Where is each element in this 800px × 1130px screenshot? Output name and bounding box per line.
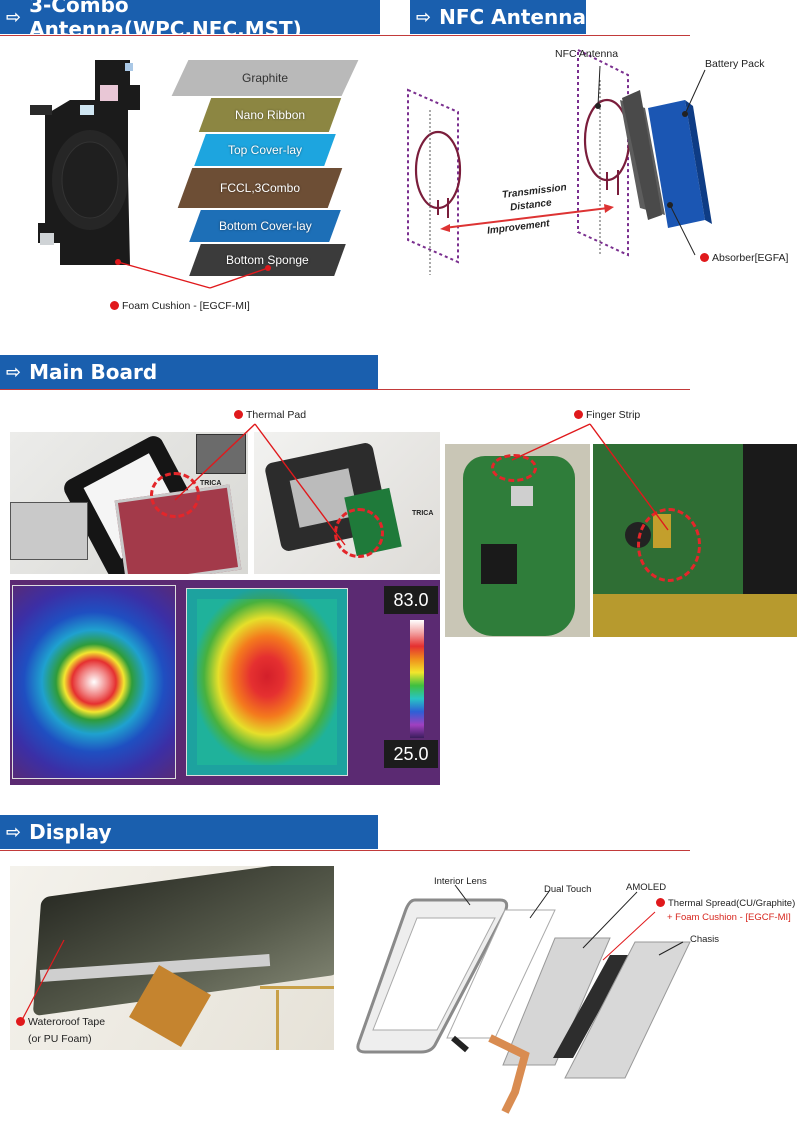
finger-strip-callout: Finger Strip: [574, 409, 640, 421]
display-photo-callout: [21, 939, 65, 1021]
scale-min-label: 25.0: [384, 740, 438, 768]
thermal-image: 83.0 25.0: [10, 580, 440, 785]
arrow-right-icon: ⇨: [6, 361, 22, 383]
section-title: Main Board: [29, 360, 158, 384]
absorber-callout: Absorber[EGFA]: [700, 252, 788, 264]
combo-antenna-figure: [30, 60, 140, 265]
thermal-pad-callout: Thermal Pad: [234, 409, 306, 421]
section-rule: [0, 850, 690, 851]
callout-dot-icon: [700, 253, 709, 262]
callout-dot-icon: [110, 301, 119, 310]
section-rule: [0, 35, 690, 36]
display-panel-photo: [10, 866, 334, 1050]
callout-dot-icon: [574, 410, 583, 419]
main-board-callout-lines: [174, 423, 669, 546]
pcb-photo-2: [593, 444, 797, 637]
foam-cushion-callout: Foam Cushion - [EGCF-MI]: [110, 300, 250, 312]
waterproof-tape-callout: Wateroroof Tape: [16, 1016, 105, 1028]
section-header-display: ⇨ Display: [0, 815, 378, 849]
nfc-antenna-label: NFC Antenna: [555, 48, 619, 60]
arrow-right-icon: ⇨: [6, 6, 22, 28]
dual-touch-label: Dual Touch: [544, 884, 592, 895]
section-title: NFC Antenna: [439, 5, 586, 29]
waterproof-tape-note: (or PU Foam): [28, 1033, 92, 1045]
section-header-nfc: ⇨ NFC Antenna: [410, 0, 586, 34]
section-rule: [0, 389, 690, 390]
phone-disassembly-photo-2: TRICA: [254, 432, 440, 574]
callout-dot-icon: [234, 410, 243, 419]
thermal-spread-callout: Thermal Spread(CU/Graphite): [656, 898, 795, 909]
section-title: 3-Combo Antenna(WPC,NFC,MST): [29, 0, 302, 41]
phone-disassembly-photo-1: TRICA: [10, 432, 248, 574]
scale-max-label: 83.0: [384, 586, 438, 614]
nfc-antenna-figure: [407, 48, 712, 275]
display-foam-cushion-label: + Foam Cushion - [EGCF-MI]: [667, 912, 791, 923]
pcb-photo-1: [445, 444, 590, 637]
arrow-right-icon: ⇨: [6, 821, 22, 843]
display-exploded-figure: [356, 884, 691, 1114]
callout-dot-icon: [656, 898, 665, 907]
callout-dot-icon: [16, 1017, 25, 1026]
section-header-main-board: ⇨ Main Board: [0, 355, 378, 389]
section-title: Display: [29, 820, 112, 844]
battery-pack-label: Battery Pack: [705, 58, 765, 70]
chasis-label: Chasis: [690, 934, 720, 945]
arrow-right-icon: ⇨: [416, 6, 432, 28]
interior-lens-label: Interior Lens: [434, 876, 487, 887]
amoled-label: AMOLED: [626, 882, 667, 893]
trica-label-2: TRICA: [412, 510, 434, 517]
combo-callout-lines: [115, 259, 271, 289]
trica-label-1: TRICA: [200, 480, 222, 487]
section-header-combo: ⇨ 3-Combo Antenna(WPC,NFC,MST): [0, 0, 380, 41]
